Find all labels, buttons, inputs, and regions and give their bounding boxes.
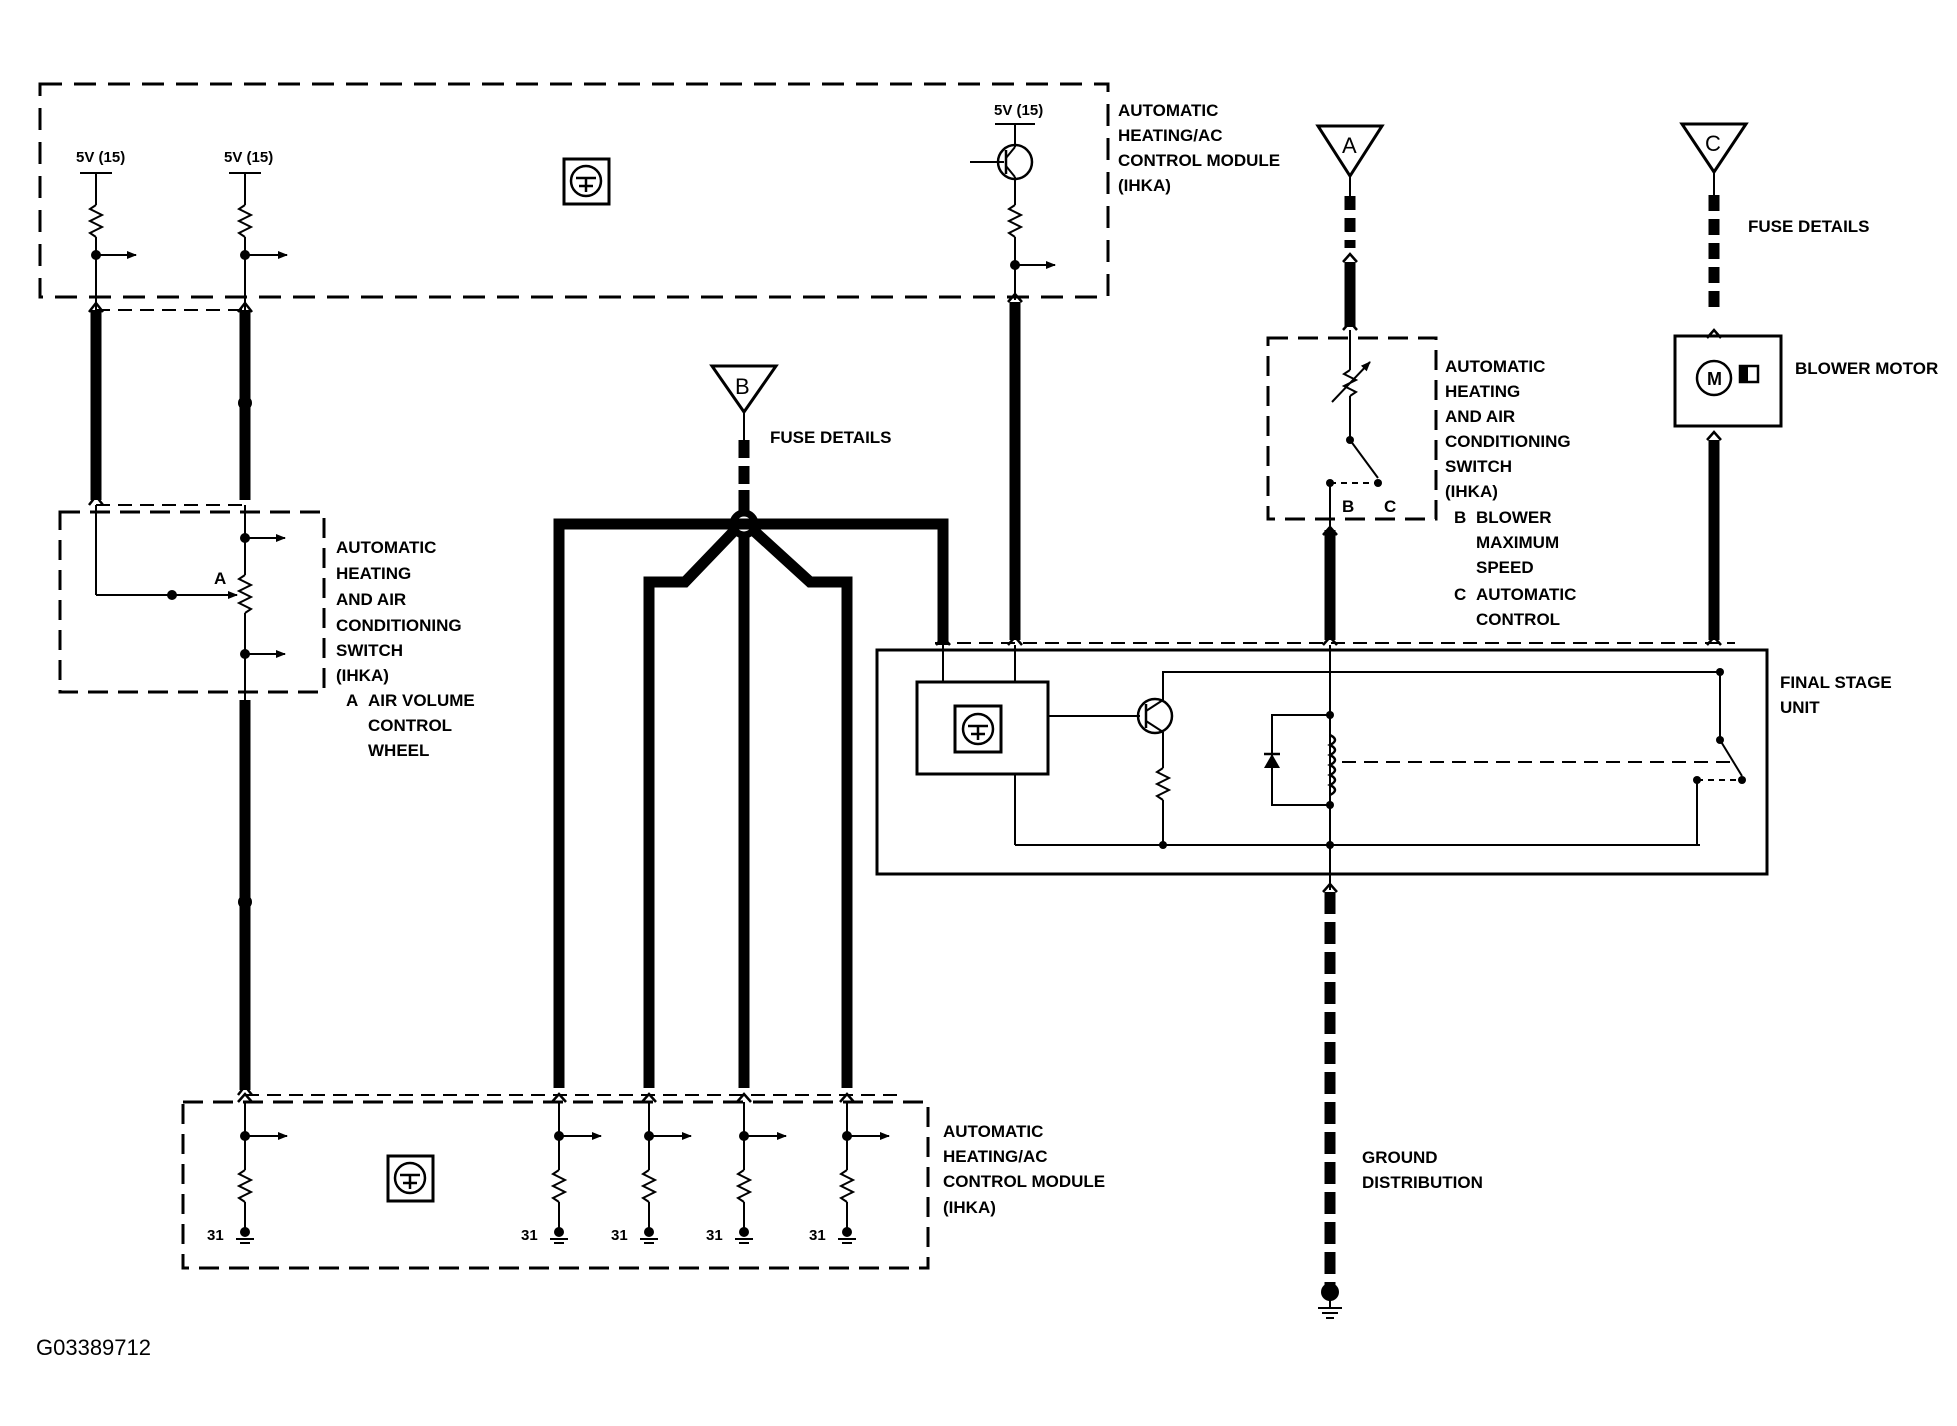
final-stage-label-1: FINAL STAGE xyxy=(1780,673,1892,692)
bottom-module-electronic-icon xyxy=(386,1154,435,1203)
right-switch-label-5: SWITCH xyxy=(1445,457,1512,476)
left-switch-label-1: AUTOMATIC xyxy=(336,538,436,557)
top-module-label-4: (IHKA) xyxy=(1118,176,1171,195)
top-module-label-3: CONTROL MODULE xyxy=(1118,151,1280,170)
left-switch-label-6: (IHKA) xyxy=(336,666,389,685)
bottom-input-3: 31 xyxy=(611,1092,692,1244)
left-switch-label-5: SWITCH xyxy=(336,641,403,660)
ground-terminal-label: 31 xyxy=(207,1227,224,1244)
wire-switch-to-final-stage xyxy=(1322,525,1338,646)
ground-terminal-label: 31 xyxy=(611,1227,628,1244)
left-switch-label-3: AND AIR xyxy=(336,590,406,609)
right-switch-label-3: AND AIR xyxy=(1445,407,1515,426)
right-switch-legend-b-1: BLOWER xyxy=(1476,508,1552,527)
right-switch-label-6: (IHKA) xyxy=(1445,482,1498,501)
final-stage-relay-coil xyxy=(1264,645,1735,890)
right-switch-label-2: HEATING xyxy=(1445,382,1520,401)
ground-distribution: GROUND DISTRIBUTION xyxy=(1318,882,1483,1319)
top-module-label-2: HEATING/AC xyxy=(1118,126,1223,145)
bottom-module-inputs: 31 31 31 31 31 xyxy=(207,1092,890,1244)
left-switch-legend-letter: A xyxy=(346,691,358,710)
connector-c-letter: C xyxy=(1705,131,1721,156)
bottom-module-label-2: HEATING/AC xyxy=(943,1147,1048,1166)
top-module-input-1 xyxy=(80,172,137,310)
left-wire-1 xyxy=(88,300,104,506)
final-stage-transistor xyxy=(1136,697,1174,735)
wire-motor-to-final-stage xyxy=(1706,430,1722,646)
right-switch-legend-b-3: SPEED xyxy=(1476,558,1534,577)
left-ac-switch: A AUTOMATIC HEATING AND AIR CONDITIONING… xyxy=(58,505,475,760)
right-switch-pin-b: B xyxy=(1342,497,1354,516)
connector-c: C FUSE DETAILS xyxy=(1679,122,1870,339)
blower-motor-label: BLOWER MOTOR xyxy=(1795,359,1938,378)
top-module-extension-dashed xyxy=(96,309,245,506)
ground-node xyxy=(554,1227,564,1237)
bottom-control-module: AUTOMATIC HEATING/AC CONTROL MODULE (IHK… xyxy=(181,1094,1105,1270)
ground-node xyxy=(842,1227,852,1237)
top-module-electronic-icon xyxy=(562,157,611,206)
right-switch-legend-c-1: AUTOMATIC xyxy=(1476,585,1576,604)
blower-motor: M BLOWER MOTOR xyxy=(1673,334,1938,428)
bottom-input-1: 31 xyxy=(207,1092,288,1244)
diagram-code: G03389712 xyxy=(36,1335,151,1360)
connector-a-letter: A xyxy=(1342,133,1357,158)
left-switch-legend-3: WHEEL xyxy=(368,741,429,760)
ground-node xyxy=(240,1227,250,1237)
connector-a: A xyxy=(1315,124,1385,331)
bottom-input-4: 31 xyxy=(706,1092,787,1244)
ground-label-1: GROUND xyxy=(1362,1148,1438,1167)
blower-motor-symbol: M xyxy=(1707,369,1722,389)
ground-terminal-label: 31 xyxy=(521,1227,538,1244)
right-switch-legend-b-2: MAXIMUM xyxy=(1476,533,1559,552)
right-switch-label-4: CONDITIONING xyxy=(1445,432,1571,451)
bus-wires-b xyxy=(553,518,949,1088)
top-module-label-1: AUTOMATIC xyxy=(1118,101,1218,120)
final-stage-label-2: UNIT xyxy=(1780,698,1820,717)
bottom-module-label-3: CONTROL MODULE xyxy=(943,1172,1105,1191)
final-stage-electronic-module xyxy=(915,680,1050,776)
right-switch-legend-c-2: CONTROL xyxy=(1476,610,1560,629)
top-module-transistor-output xyxy=(970,123,1056,300)
wire-top-module-to-final-stage xyxy=(935,292,1023,646)
connector-b: B FUSE DETAILS xyxy=(709,364,892,539)
right-switch-pin-c: C xyxy=(1384,497,1396,516)
ground-node xyxy=(739,1227,749,1237)
final-stage-unit: FINAL STAGE UNIT xyxy=(875,642,1892,890)
top-supply-label-3: 5V (15) xyxy=(994,102,1043,119)
right-switch-label-1: AUTOMATIC xyxy=(1445,357,1545,376)
left-switch-wiper-letter: A xyxy=(214,569,226,588)
left-wire-2 xyxy=(237,300,253,1096)
bottom-input-5: 31 xyxy=(809,1092,890,1244)
top-supply-label-2: 5V (15) xyxy=(224,149,273,166)
final-stage-relay-switch xyxy=(1693,668,1746,845)
top-control-module: 5V (15) 5V (15) 5V (15) AUTOMATIC HEATIN… xyxy=(38,82,1280,310)
ground-node xyxy=(644,1227,654,1237)
connector-b-label: FUSE DETAILS xyxy=(770,428,892,447)
bottom-module-label-1: AUTOMATIC xyxy=(943,1122,1043,1141)
ground-terminal-label: 31 xyxy=(809,1227,826,1244)
ground-terminal-label: 31 xyxy=(706,1227,723,1244)
left-switch-legend-2: CONTROL xyxy=(368,716,452,735)
connector-b-letter: B xyxy=(735,374,750,399)
top-supply-label-1: 5V (15) xyxy=(76,149,125,166)
ground-label-2: DISTRIBUTION xyxy=(1362,1173,1483,1192)
right-switch-legend-b-letter: B xyxy=(1454,508,1466,527)
connector-c-label: FUSE DETAILS xyxy=(1748,217,1870,236)
bottom-module-label-4: (IHKA) xyxy=(943,1198,996,1217)
bottom-input-2: 31 xyxy=(521,1092,602,1244)
left-switch-label-4: CONDITIONING xyxy=(336,616,462,635)
top-module-input-2 xyxy=(229,172,288,310)
left-switch-label-2: HEATING xyxy=(336,564,411,583)
right-ac-switch: B C AUTOMATIC HEATING AND AIR CONDITIONI… xyxy=(1266,330,1576,629)
left-switch-legend-1: AIR VOLUME xyxy=(368,691,475,710)
right-switch-legend-c-letter: C xyxy=(1454,585,1466,604)
